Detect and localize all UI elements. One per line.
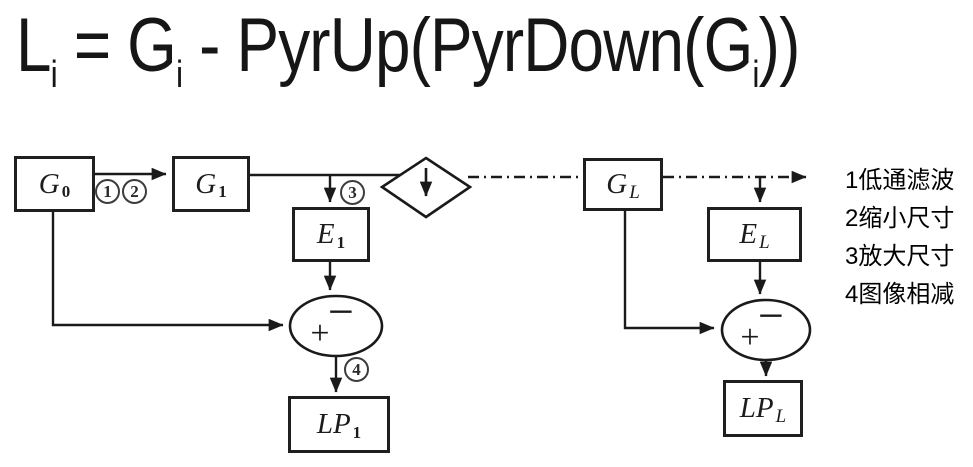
sum2-minus-sign: − — [758, 290, 784, 341]
formula-subscript: i — [175, 54, 183, 97]
box-eL-label: E — [739, 218, 758, 250]
box-lpL-subscript: L — [775, 405, 787, 427]
box-lp1-subscript: 1 — [352, 422, 362, 442]
connector-gL-sum — [623, 211, 715, 335]
box-e1-subscript: 1 — [336, 232, 346, 252]
formula-part: = G — [56, 3, 177, 88]
sum1-plus-sign: + — [310, 315, 329, 352]
legend: 1低通滤波 2缩小尺寸 3放大尺寸 4图像相减 — [845, 162, 954, 314]
step-3-badge: 3 — [340, 180, 365, 205]
formula-subscript: i — [752, 54, 759, 97]
step-1-number: 1 — [103, 181, 112, 201]
step-4-badge: 4 — [344, 357, 369, 382]
formula-part: L — [16, 3, 52, 88]
connector-g0-sum — [51, 212, 284, 332]
box-lp1-label: LP — [316, 408, 351, 440]
formula-part: )) — [758, 3, 801, 88]
box-g1-label: G — [195, 167, 217, 200]
sum1-minus-sign: − — [328, 286, 354, 337]
step-2-badge: 2 — [122, 179, 147, 204]
formula-subscript: i — [50, 54, 58, 97]
step-2-number: 2 — [130, 181, 139, 201]
box-g0-subscript: 0 — [61, 182, 71, 201]
box-g1-subscript: 1 — [218, 182, 227, 201]
step-3-number: 3 — [348, 182, 357, 202]
step-1-badge: 1 — [95, 179, 120, 204]
formula-title: Li = Gi - PyrUp(PyrDown(Gi)) — [16, 2, 801, 94]
box-e1-label: E — [316, 218, 335, 250]
legend-item-lowpass: 1低通滤波 — [845, 167, 955, 194]
box-g0-label: G — [38, 167, 60, 200]
legend-item-upsize: 3放大尺寸 — [845, 243, 955, 270]
sum2-plus-sign: + — [740, 319, 759, 356]
step-4-number: 4 — [352, 359, 361, 379]
legend-item-subtract: 4图像相减 — [845, 281, 955, 308]
box-eL-subscript: L — [759, 231, 770, 253]
box-lpL-label: LP — [739, 392, 774, 424]
legend-item-downsize: 2缩小尺寸 — [845, 205, 955, 232]
formula-part: - PyrUp(PyrDown(G — [182, 3, 753, 88]
box-gL-subscript: L — [629, 181, 640, 203]
box-gL-label: G — [606, 168, 628, 200]
